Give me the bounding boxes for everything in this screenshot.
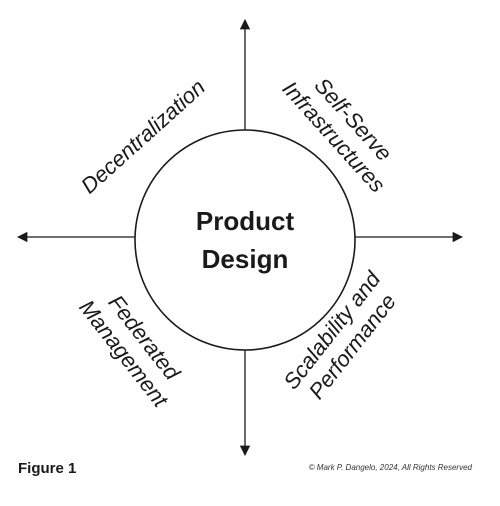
- center-circle: [134, 129, 356, 351]
- copyright-notice: © Mark P. Dangelo, 2024, All Rights Rese…: [309, 463, 473, 472]
- center-title-line1: Product: [196, 206, 295, 236]
- figure-label: Figure 1: [18, 460, 76, 477]
- center-title-line2: Design: [202, 244, 289, 274]
